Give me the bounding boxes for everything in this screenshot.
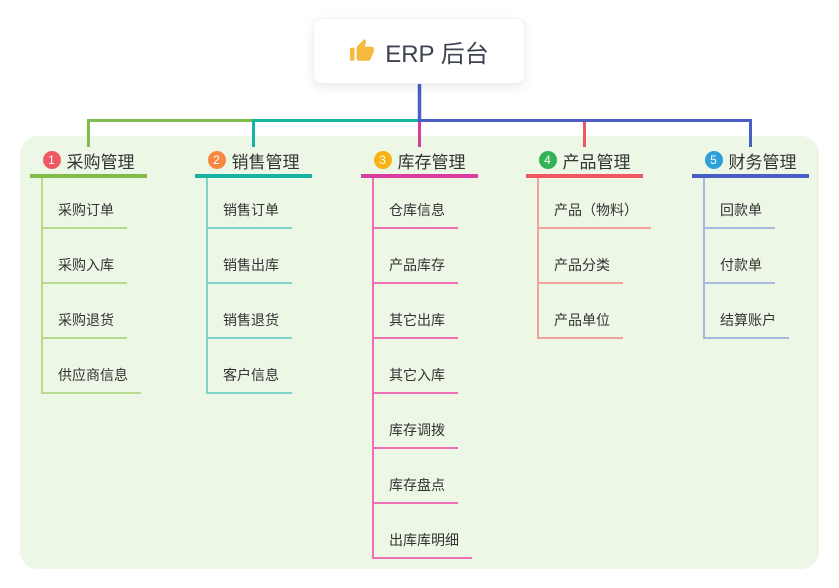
mindmap-branch-3: 3 库存管理 仓库信息产品库存其它出库其它入库库存调拨库存盘点出库库明细 xyxy=(361,146,478,559)
mindmap-child-node[interactable]: 销售订单 xyxy=(208,178,292,229)
branch-header-node[interactable]: 2 销售管理 xyxy=(195,146,312,178)
branch-children-group: 仓库信息产品库存其它出库其它入库库存调拨库存盘点出库库明细 xyxy=(372,178,472,559)
branch-number-badge: 4 xyxy=(538,151,557,169)
mindmap-child-node[interactable]: 产品单位 xyxy=(539,284,623,339)
branch-label: 采购管理 xyxy=(66,152,135,172)
branch-header-node[interactable]: 3 库存管理 xyxy=(361,146,478,178)
mindmap-child-node[interactable]: 产品分类 xyxy=(539,229,623,284)
root-node-title: ERP 后台 xyxy=(385,40,489,68)
mindmap-child-node[interactable]: 其它出库 xyxy=(374,284,458,339)
mindmap-child-node[interactable]: 供应商信息 xyxy=(43,339,141,394)
mindmap-child-node[interactable]: 库存调拨 xyxy=(374,394,458,449)
mindmap-child-node[interactable]: 库存盘点 xyxy=(374,449,458,504)
root-node[interactable]: ERP 后台 xyxy=(313,18,525,84)
branch-children-group: 销售订单销售出库销售退货客户信息 xyxy=(206,178,292,394)
branch-children-group: 回款单付款单结算账户 xyxy=(703,178,789,339)
branch-label: 财务管理 xyxy=(728,152,797,172)
mindmap-child-node[interactable]: 结算账户 xyxy=(705,284,789,339)
mindmap-child-node[interactable]: 采购订单 xyxy=(43,178,127,229)
mindmap-child-node[interactable]: 其它入库 xyxy=(374,339,458,394)
mindmap-branch-1: 1 采购管理 采购订单采购入库采购退货供应商信息 xyxy=(30,146,147,394)
branch-header-node[interactable]: 4 产品管理 xyxy=(526,146,643,178)
branch-number-badge: 3 xyxy=(373,151,392,169)
mindmap-child-node[interactable]: 产品（物料） xyxy=(539,178,651,229)
mindmap-child-node[interactable]: 回款单 xyxy=(705,178,775,229)
mindmap-child-node[interactable]: 出库库明细 xyxy=(374,504,472,559)
branch-number-badge: 5 xyxy=(704,151,723,169)
mindmap-branch-2: 2 销售管理 销售订单销售出库销售退货客户信息 xyxy=(195,146,312,394)
branch-label: 库存管理 xyxy=(397,152,466,172)
mindmap-child-node[interactable]: 采购入库 xyxy=(43,229,127,284)
branch-header-node[interactable]: 1 采购管理 xyxy=(30,146,147,178)
mindmap-child-node[interactable]: 客户信息 xyxy=(208,339,292,394)
mindmap-branch-5: 5 财务管理 回款单付款单结算账户 xyxy=(692,146,809,339)
mindmap-child-node[interactable]: 采购退货 xyxy=(43,284,127,339)
branch-children-group: 采购订单采购入库采购退货供应商信息 xyxy=(41,178,141,394)
mindmap-child-node[interactable]: 销售退货 xyxy=(208,284,292,339)
mindmap-child-node[interactable]: 付款单 xyxy=(705,229,775,284)
branch-number-badge: 1 xyxy=(42,151,61,169)
branch-header-node[interactable]: 5 财务管理 xyxy=(692,146,809,178)
mindmap-child-node[interactable]: 仓库信息 xyxy=(374,178,458,229)
branch-number-badge: 2 xyxy=(207,151,226,169)
thumbs-up-icon xyxy=(350,39,375,61)
mindmap-child-node[interactable]: 产品库存 xyxy=(374,229,458,284)
mindmap-child-node[interactable]: 销售出库 xyxy=(208,229,292,284)
branch-children-group: 产品（物料）产品分类产品单位 xyxy=(537,178,651,339)
mindmap-branch-4: 4 产品管理 产品（物料）产品分类产品单位 xyxy=(526,146,651,339)
branch-label: 产品管理 xyxy=(562,152,631,172)
mindmap-panel xyxy=(20,136,819,569)
branch-label: 销售管理 xyxy=(231,152,300,172)
